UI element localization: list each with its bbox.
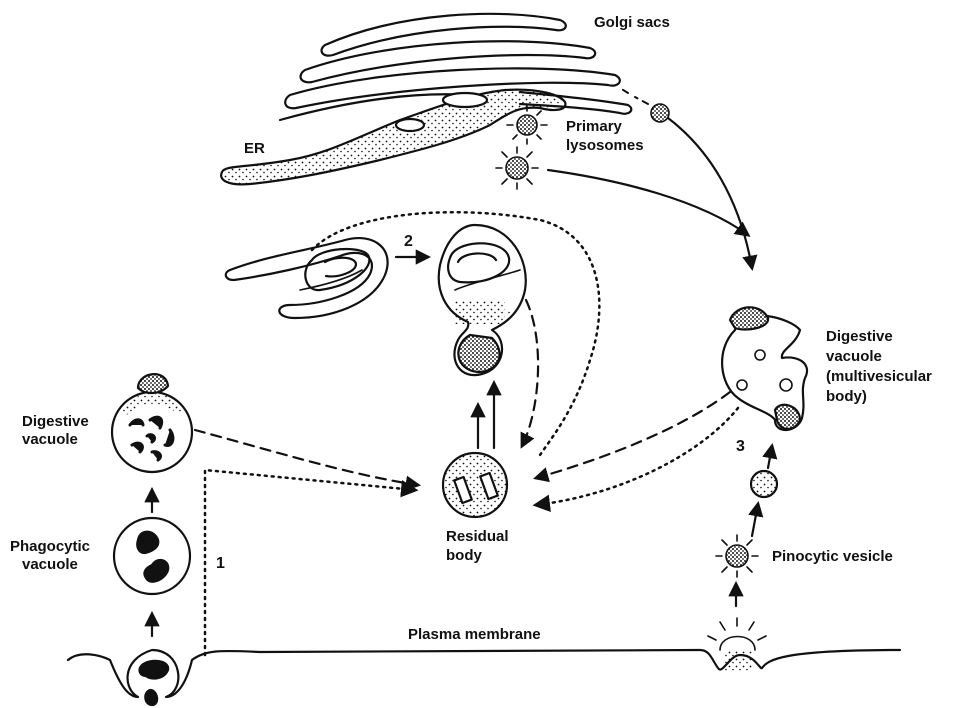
small-vesicle <box>751 471 777 497</box>
phagocytosed-particle <box>139 661 168 679</box>
label-golgi-sacs: Golgi sacs <box>594 14 670 32</box>
label-er: ER <box>244 140 265 158</box>
primary-lysosome-coated <box>496 147 538 189</box>
plasma-membrane <box>68 650 900 697</box>
label-digestive-vacuole-left-2: vacuole <box>22 431 78 449</box>
label-digestive-vacuole-left-1: Digestive <box>22 413 89 431</box>
label-phagocytic-vacuole-1: Phagocytic <box>10 538 90 556</box>
phagocytic-vacuole <box>114 518 190 594</box>
label-residual-body-1: Residual <box>446 528 509 546</box>
autophagic-membrane <box>226 238 388 318</box>
label-primary-lysosomes-1: Primary <box>566 118 622 136</box>
dashed-arrow-to-residual <box>522 300 538 446</box>
label-residual-body-2: body <box>446 547 482 565</box>
arrow-pinocytic-to-vesicle <box>752 504 758 536</box>
arrow-lysosome-to-vacuole <box>548 170 748 235</box>
pinocytic-vesicle <box>716 535 758 577</box>
dashed-arrow-right-to-residual <box>536 392 730 478</box>
dotted-path-1 <box>205 470 415 655</box>
primary-lysosome-golgi <box>651 104 669 122</box>
label-plasma-membrane: Plasma membrane <box>408 626 541 644</box>
label-pinocytic-vesicle: Pinocytic vesicle <box>772 548 893 566</box>
label-pathway-1: 1 <box>216 555 225 573</box>
label-phagocytic-vacuole-2: vacuole <box>22 556 78 574</box>
label-primary-lysosomes-2: lysosomes <box>566 137 644 155</box>
dotted-arrow-right-to-residual <box>536 408 738 505</box>
dashed-arrow-left-to-residual <box>195 430 418 485</box>
label-digestive-vacuole-right-4: body) <box>826 388 867 406</box>
label-digestive-vacuole-right-2: vacuole <box>826 348 882 366</box>
digestive-vacuole-right <box>722 307 807 430</box>
label-digestive-vacuole-right-3: (multivesicular <box>826 368 932 386</box>
residual-body <box>443 453 507 517</box>
label-pathway-2: 2 <box>404 233 413 251</box>
arrow-vesicle-to-vacuole <box>768 446 772 468</box>
label-pathway-3: 3 <box>736 438 745 456</box>
arrow-golgi-to-vacuole <box>668 118 752 268</box>
digestive-vacuole-left <box>112 374 192 472</box>
label-digestive-vacuole-right-1: Digestive <box>826 328 893 346</box>
